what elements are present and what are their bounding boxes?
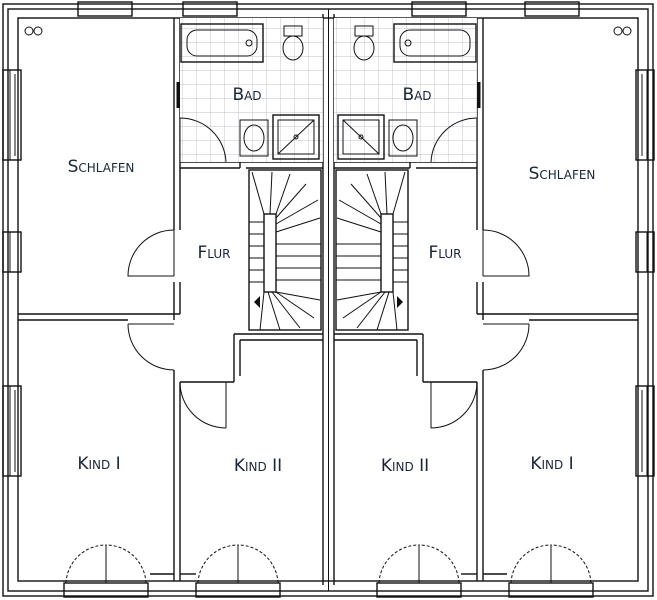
- staircase-right: [335, 169, 409, 331]
- party-wall: [322, 9, 335, 591]
- bottom-french-windows: [63, 544, 594, 598]
- label-bad-left: Bad: [232, 85, 261, 105]
- doors-left: [127, 229, 227, 429]
- bathroom-left: [176, 18, 323, 163]
- top-windows: [77, 1, 580, 17]
- side-windows: [2, 69, 655, 477]
- label-bad-right: Bad: [402, 85, 431, 105]
- label-kind2-left: Kind II: [234, 456, 282, 476]
- label-kind1-right: Kind I: [530, 454, 573, 474]
- bathroom-right: [334, 18, 481, 163]
- label-schlafen-left: Schlafen: [68, 157, 135, 177]
- label-kind2-right: Kind II: [381, 456, 429, 476]
- label-flur-left: Flur: [198, 243, 231, 263]
- room-labels: Schlafen Bad Flur Kind I Kind II Schlafe…: [68, 85, 596, 476]
- label-schlafen-right: Schlafen: [529, 164, 596, 184]
- vent-symbols: [24, 26, 632, 36]
- doors-right: [430, 229, 530, 429]
- label-flur-right: Flur: [429, 243, 462, 263]
- staircase-left: [248, 169, 322, 331]
- label-kind1-left: Kind I: [77, 454, 120, 474]
